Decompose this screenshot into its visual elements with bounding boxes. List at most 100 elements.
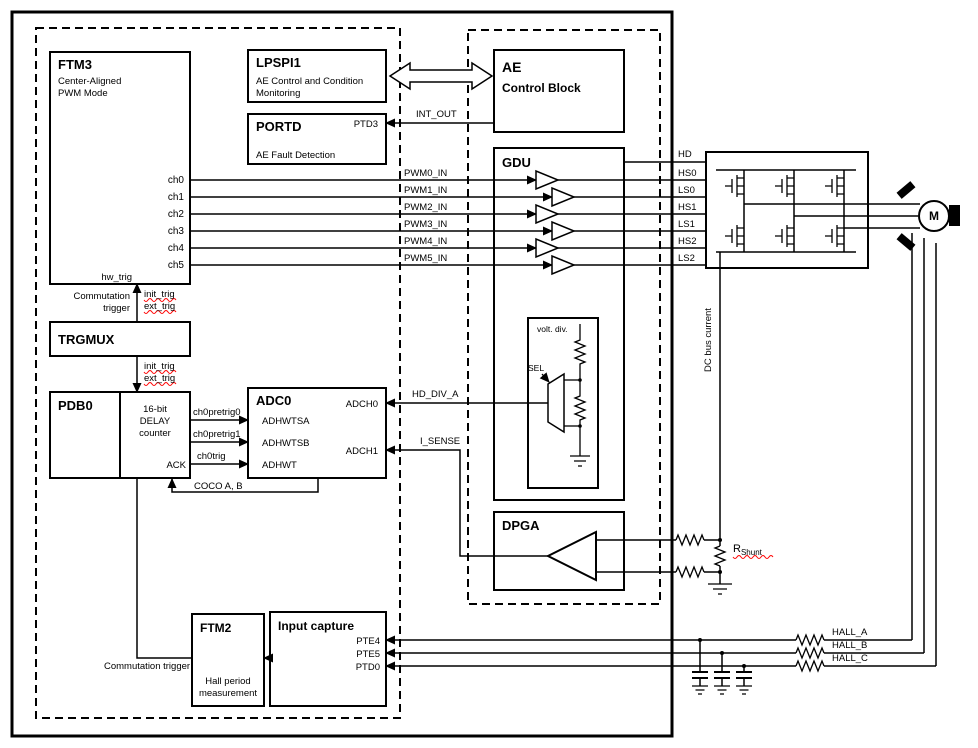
lpspi1-block bbox=[247, 49, 387, 103]
ftm2-block bbox=[191, 613, 265, 707]
motor bbox=[896, 181, 960, 251]
pwm1-in-label: PWM1_IN bbox=[404, 185, 447, 196]
ae-title: AE bbox=[502, 59, 521, 75]
ext-trig-label-bottom: ext_trig bbox=[144, 373, 175, 384]
ftm3-ch0-label: ch0 bbox=[168, 175, 185, 186]
pdb0-ack-pin: ACK bbox=[166, 460, 186, 471]
ftm3-mode-line1: Center-Aligned bbox=[58, 76, 121, 87]
hall-a-label: HALL_A bbox=[832, 627, 868, 638]
motor-connector-mark-bottom bbox=[896, 233, 916, 251]
input-capture-pte5-pin: PTE5 bbox=[356, 649, 380, 660]
pdb-adc-wires bbox=[167, 415, 319, 493]
dc-bus-current-label: DC bus current bbox=[703, 308, 714, 372]
commutation-label-line1: Commutation bbox=[74, 291, 131, 302]
lpspi1-title: LPSPI1 bbox=[256, 55, 301, 70]
lpspi1-desc-line1: AE Control and Condition bbox=[256, 76, 363, 87]
hs0-label: HS0 bbox=[678, 168, 696, 179]
pdb0-counter-line2: DELAY bbox=[140, 416, 171, 427]
hs2-label: HS2 bbox=[678, 236, 696, 247]
pwm-signal-wires bbox=[190, 161, 706, 270]
adc0-block bbox=[247, 387, 387, 479]
pdb0-counter-line1: 16-bit bbox=[143, 404, 167, 415]
portd-block bbox=[247, 113, 387, 165]
rshunt-label: RShunt bbox=[733, 543, 763, 557]
adc0-title: ADC0 bbox=[256, 393, 291, 408]
pdb0-delay-counter-box bbox=[119, 391, 191, 479]
shunt-network bbox=[624, 252, 732, 595]
voltage-divider-network bbox=[539, 324, 590, 467]
adc0-adhwtsa-pin: ADHWTSA bbox=[262, 416, 310, 427]
trgmux-block bbox=[49, 321, 191, 357]
ae-subtitle: Control Block bbox=[502, 81, 581, 95]
lpspi1-desc-line2: Monitoring bbox=[256, 88, 300, 99]
pwm3-in-label: PWM3_IN bbox=[404, 219, 447, 230]
coco-label: COCO A, B bbox=[194, 481, 243, 492]
spi-bidirectional-arrow bbox=[388, 61, 494, 91]
pwm2-in-label: PWM2_IN bbox=[404, 202, 447, 213]
labels: FTM3 Center-Aligned PWM Mode ch0 ch1 ch2… bbox=[58, 55, 939, 699]
pwm4-in-label: PWM4_IN bbox=[404, 236, 447, 247]
ftm3-ch2-label: ch2 bbox=[168, 209, 185, 220]
pwm0-in-label: PWM0_IN bbox=[404, 168, 447, 179]
ext-trig-label-top: ext_trig bbox=[144, 301, 175, 312]
digital-domain-dashed-box bbox=[35, 27, 401, 719]
hs1-label: HS1 bbox=[678, 202, 696, 213]
portd-ptd3-pin: PTD3 bbox=[354, 119, 378, 130]
input-capture-title: Input capture bbox=[278, 619, 354, 633]
motor-connector-mark-top bbox=[896, 181, 916, 199]
inverter-bridge bbox=[716, 169, 920, 253]
ftm3-block bbox=[49, 51, 191, 285]
ftm3-ch5-label: ch5 bbox=[168, 260, 185, 271]
portd-title: PORTD bbox=[256, 119, 302, 134]
hall-filter-capacitors bbox=[692, 638, 752, 695]
ftm2-desc-line1: Hall period bbox=[205, 676, 250, 687]
init-trig-label-bottom: init_trig bbox=[144, 361, 175, 372]
input-capture-block bbox=[269, 611, 387, 707]
hall-wires bbox=[385, 233, 937, 673]
ftm3-ch1-label: ch1 bbox=[168, 192, 185, 203]
hall-c-label: HALL_C bbox=[832, 653, 868, 664]
sel-arrow bbox=[539, 372, 550, 383]
dpga-amplifier bbox=[545, 530, 624, 582]
voltdiv-label: volt. div. bbox=[537, 324, 568, 334]
commutation-label-line2: trigger bbox=[103, 303, 130, 314]
ftm3-ch3-label: ch3 bbox=[168, 226, 185, 237]
hd-div-a-label: HD_DIV_A bbox=[412, 389, 459, 400]
ftm2-title: FTM2 bbox=[200, 621, 232, 635]
gdu-title: GDU bbox=[502, 155, 531, 170]
ftm3-mode-line2: PWM Mode bbox=[58, 88, 108, 99]
i-sense-label: I_SENSE bbox=[420, 436, 460, 447]
ftm2-desc-line2: measurement bbox=[199, 688, 257, 699]
init-trig-label-top: init_trig bbox=[144, 289, 175, 300]
ls0-label: LS0 bbox=[678, 185, 695, 196]
ch0trig-label: ch0trig bbox=[197, 451, 226, 462]
commutation-trigger-bottom-label: Commutation trigger bbox=[104, 661, 190, 672]
spellcheck-squiggles bbox=[143, 298, 774, 559]
ftm3-ch4-label: ch4 bbox=[168, 243, 185, 254]
gdu-buffer-triangles bbox=[535, 169, 576, 276]
inverter-bridge-box bbox=[705, 151, 869, 269]
adc0-adhwtsb-pin: ADHWTSB bbox=[262, 438, 310, 449]
portd-desc: AE Fault Detection bbox=[256, 150, 335, 161]
motor-label: M bbox=[929, 209, 939, 223]
int-out-label: INT_OUT bbox=[416, 109, 457, 120]
ch0pretrig0-label: ch0pretrig0 bbox=[193, 407, 241, 418]
i-sense-wire bbox=[385, 445, 548, 557]
motor-sensor-block bbox=[949, 205, 960, 226]
ftm3-hw-trig-pin: hw_trig bbox=[101, 272, 132, 283]
hall-b-label: HALL_B bbox=[832, 640, 867, 651]
input-capture-pte4-pin: PTE4 bbox=[356, 636, 380, 647]
mcu-outer-border bbox=[10, 10, 674, 738]
divider-mux bbox=[547, 372, 565, 434]
adc0-adch0-pin: ADCH0 bbox=[346, 399, 378, 410]
pwm5-in-label: PWM5_IN bbox=[404, 253, 447, 264]
adc0-adch1-pin: ADCH1 bbox=[346, 446, 378, 457]
analog-domain-dashed-box bbox=[467, 29, 661, 605]
adc0-adhwt-pin: ADHWT bbox=[262, 460, 297, 471]
hd-label: HD bbox=[678, 149, 692, 160]
ch0pretrig1-label: ch0pretrig1 bbox=[193, 429, 241, 440]
ae-control-block bbox=[493, 49, 625, 133]
pdb0-title: PDB0 bbox=[58, 398, 93, 413]
